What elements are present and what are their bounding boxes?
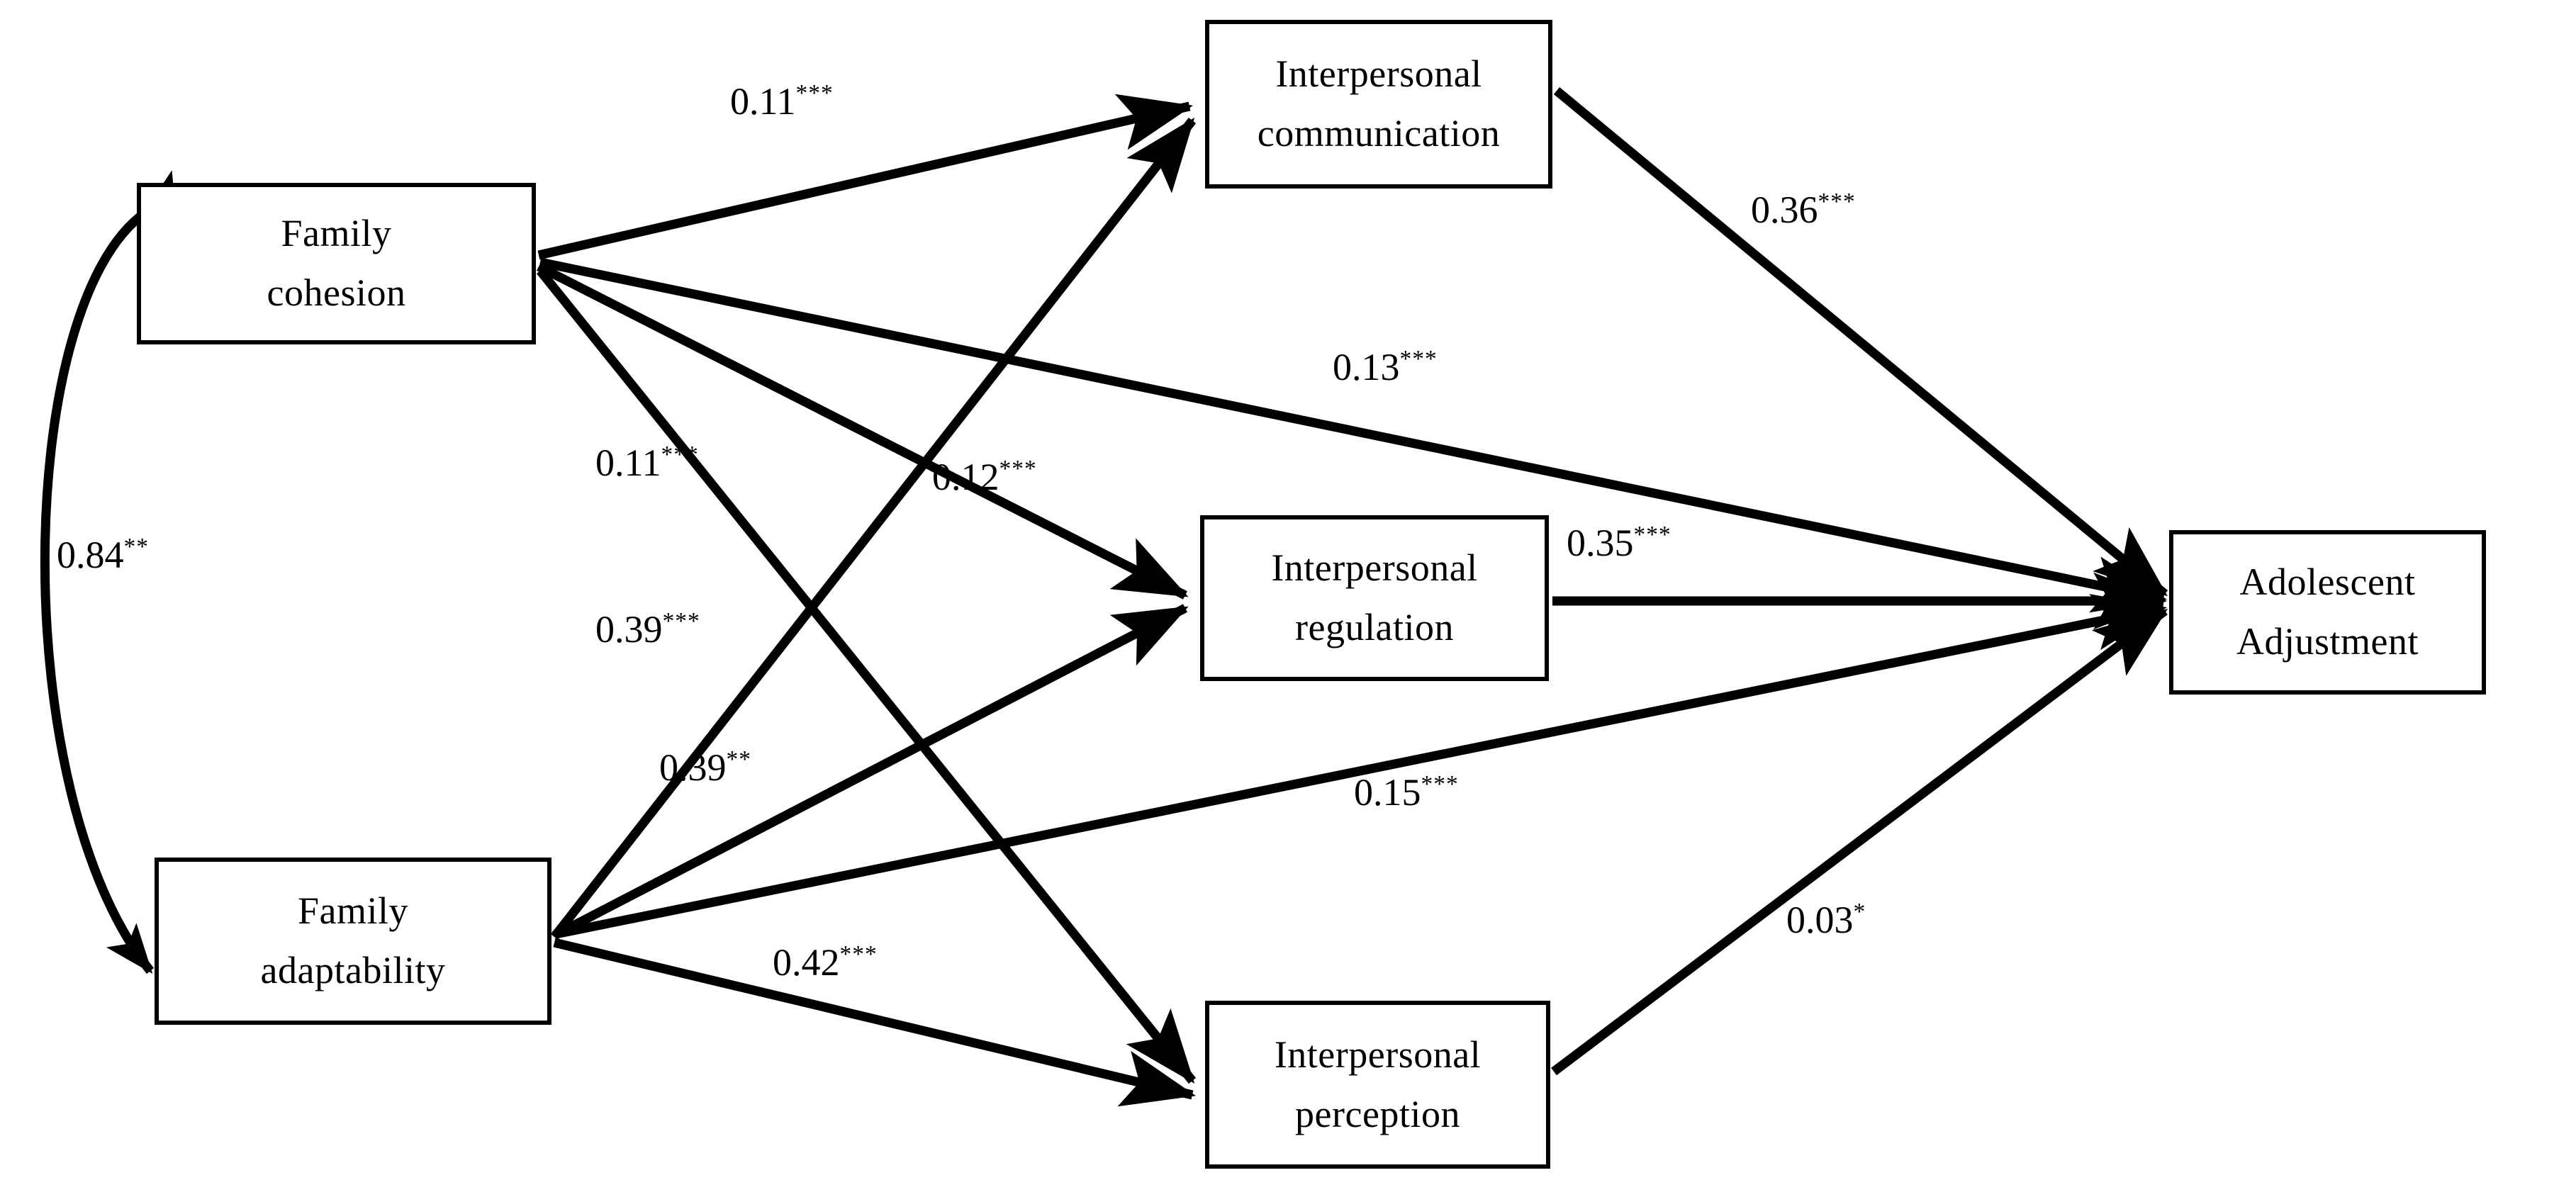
node-label-line1: Adolescent: [2239, 561, 2416, 604]
significance-stars: ***: [662, 608, 700, 634]
edge-label-cohesion-to-regulation: 0.12***: [932, 457, 1037, 496]
significance-stars: ***: [1633, 522, 1671, 548]
coefficient-value: 0.12: [932, 456, 999, 498]
edge-cohesion-to-perception: [536, 267, 1197, 1084]
coefficient-value: 0.42: [773, 941, 840, 984]
edge-label-perception-to-adjustment: 0.03*: [1786, 900, 1866, 939]
significance-stars: ***: [1421, 771, 1459, 797]
edge-label-adaptability-to-communication: 0.39**: [659, 748, 751, 787]
significance-stars: ***: [839, 941, 878, 967]
edge-perception-to-adjustment: [1551, 607, 2168, 1076]
node-label-line2: regulation: [1295, 606, 1454, 648]
edge-adaptability-to-perception: [553, 938, 1197, 1107]
edge-cohesion-adaptability-covariance: [40, 170, 194, 974]
edge-label-cohesion-to-communication: 0.11***: [730, 82, 834, 120]
significance-stars: ***: [795, 80, 834, 106]
coefficient-value: 0.39: [595, 608, 663, 651]
node-interpersonal-communication[interactable]: Interpersonal communication: [1205, 20, 1552, 189]
node-adolescent-adjustment[interactable]: Adolescent Adjustment: [2169, 530, 2486, 695]
coefficient-value: 0.35: [1567, 522, 1634, 564]
edge-adaptability-to-communication: [550, 117, 1197, 940]
node-label-line2: cohesion: [267, 271, 406, 314]
edge-label-communication-to-adjustment: 0.36***: [1751, 190, 1856, 229]
coefficient-value: 0.15: [1354, 771, 1421, 814]
significance-stars: **: [726, 746, 751, 772]
node-interpersonal-regulation[interactable]: Interpersonal regulation: [1200, 515, 1549, 681]
node-label-line2: Adjustment: [2236, 620, 2419, 663]
node-family-adaptability[interactable]: Family adaptability: [155, 858, 551, 1025]
edge-adaptability-to-adjustment: [554, 594, 2168, 939]
node-label-line1: Interpersonal: [1271, 546, 1478, 590]
edge-adaptability-to-regulation: [552, 604, 1189, 940]
node-label-line2: adaptability: [260, 949, 446, 991]
edge-communication-to-adjustment: [1553, 86, 2168, 598]
node-label-line2: communication: [1257, 112, 1501, 154]
edge-label-cohesion-to-adjustment: 0.13***: [1333, 347, 1438, 386]
significance-stars: ***: [1818, 189, 1856, 215]
edge-cohesion-to-adjustment: [539, 257, 2168, 613]
node-label-line1: Interpersonal: [1275, 52, 1482, 96]
significance-stars: ***: [999, 456, 1037, 482]
coefficient-value: 0.03: [1786, 899, 1854, 941]
edge-cohesion-to-communication: [537, 94, 1194, 260]
significance-stars: *: [1853, 899, 1866, 925]
edge-label-adaptability-to-regulation: 0.39***: [595, 609, 700, 648]
node-family-cohesion[interactable]: Family cohesion: [137, 183, 536, 344]
node-label-line1: Family: [281, 212, 392, 255]
coefficient-value: 0.13: [1333, 346, 1400, 388]
coefficient-value: 0.39: [659, 746, 727, 789]
coefficient-value: 0.11: [595, 442, 661, 484]
edge-cohesion-to-regulation: [537, 262, 1189, 600]
coefficient-value: 0.36: [1751, 189, 1818, 231]
node-label-line1: Family: [297, 889, 408, 933]
edge-label-adaptability-to-perception: 0.42***: [773, 943, 878, 982]
edge-label-cohesion-to-perception: 0.11***: [595, 443, 699, 482]
node-label-line2: perception: [1295, 1092, 1460, 1135]
node-label-line1: Interpersonal: [1274, 1033, 1482, 1076]
significance-stars: **: [123, 534, 149, 560]
edge-label-adaptability-to-adjustment: 0.15***: [1354, 772, 1459, 811]
edge-label-cohesion-adaptability-covariance: 0.84**: [57, 535, 149, 574]
coefficient-value: 0.84: [57, 534, 124, 576]
edge-label-regulation-to-adjustment: 0.35***: [1567, 523, 1671, 562]
coefficient-value: 0.11: [730, 80, 796, 123]
significance-stars: ***: [1399, 346, 1438, 372]
significance-stars: ***: [661, 442, 699, 468]
node-interpersonal-perception[interactable]: Interpersonal perception: [1205, 1001, 1550, 1169]
